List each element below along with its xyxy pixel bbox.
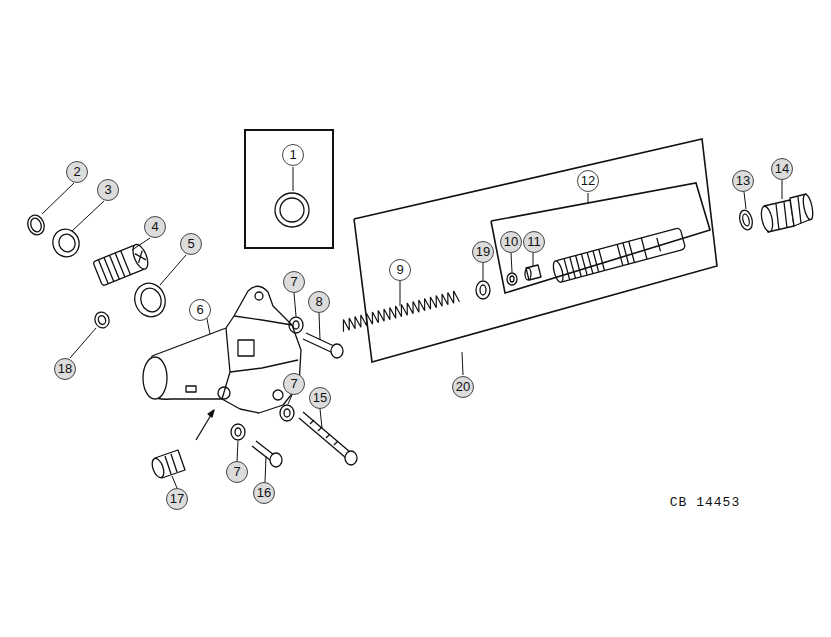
callout-number: 3 [97,179,119,201]
callout-number: 2 [66,161,88,183]
callout-number: 7 [283,271,305,293]
callout-number: 14 [771,158,793,180]
callout-number: 18 [54,358,76,380]
callout-number: 4 [144,216,166,238]
callout-number: 16 [253,482,275,504]
callout-number: 7 [283,373,305,395]
callout-number: 13 [732,170,754,192]
callout-number: 20 [452,376,474,398]
callout-number: 15 [309,387,331,409]
callout-number: 6 [189,299,211,321]
callout-number: 17 [166,488,188,510]
spring-coil [343,291,459,332]
callout-number: 12 [577,170,599,192]
callout-number: 5 [180,233,202,255]
drawing-code: CB 14453 [670,495,740,510]
callout-number: 9 [389,259,411,281]
callout-number: 10 [500,231,522,253]
callout-number: 11 [523,231,545,253]
callout-number: 8 [308,291,330,313]
callout-number: 19 [472,241,494,263]
callout-number: 1 [282,144,304,166]
callout-number: 7 [226,461,248,483]
inset-frame: 1 [244,129,334,249]
